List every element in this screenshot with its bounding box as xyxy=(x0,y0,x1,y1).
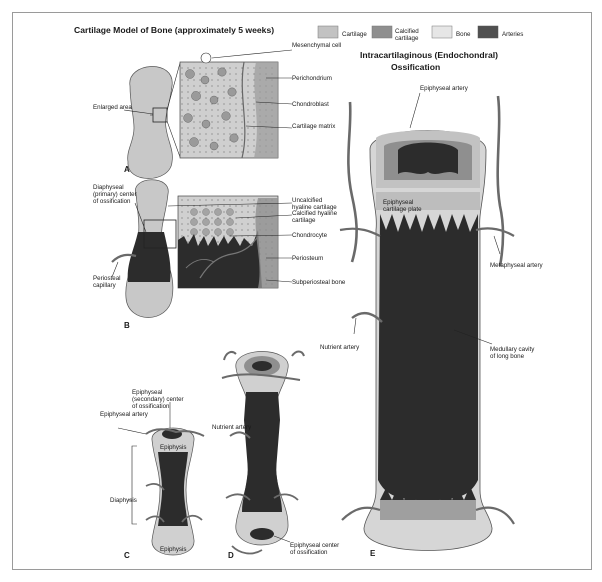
label-epiphyseal-artery-c: Epiphyseal artery xyxy=(100,411,149,418)
label-epiphysis-top: Epiphysis xyxy=(160,444,186,451)
legend-swatch-bone xyxy=(432,26,452,38)
label-nutrient-artery-d: Nutrient artery xyxy=(212,424,252,431)
panel-letter-a: A xyxy=(124,165,130,174)
label-chondroblast: Chondroblast xyxy=(292,101,329,108)
panel-letter-c: C xyxy=(124,551,130,560)
legend-swatch-calcified xyxy=(372,26,392,38)
label-cartilage-matrix: Cartilage matrix xyxy=(292,123,336,130)
perichondrium-band xyxy=(254,62,278,158)
label-mesenchymal-cell: Mesenchymal cell xyxy=(292,42,341,49)
cartilage-model-a xyxy=(128,66,173,178)
figure-title: Cartilage Model of Bone (approximately 5… xyxy=(74,25,274,35)
label-metaphyseal-artery: Metaphyseal artery xyxy=(490,262,544,269)
metaphyseal-artery-left xyxy=(340,229,380,236)
epiphyseal-artery-left xyxy=(348,102,356,262)
mesenchymal-cell xyxy=(201,53,211,63)
legend-swatch-cartilage xyxy=(318,26,338,38)
label-chondrocyte: Chondrocyte xyxy=(292,232,328,239)
metaphyseal-artery-right xyxy=(476,228,514,236)
label-periosteum: Periosteum xyxy=(292,255,323,262)
legend-label-arteries: Arteries xyxy=(502,31,523,38)
label-enlarged-area: Enlarged area xyxy=(93,104,132,111)
panel-letter-e: E xyxy=(370,549,376,558)
label-epiphysis-bottom: Epiphysis xyxy=(160,546,186,553)
legend-label-cartilage: Cartilage xyxy=(342,31,367,38)
legend-label-bone: Bone xyxy=(456,31,471,38)
panel-e-title-line2: Ossification xyxy=(391,62,440,72)
label-diaphysis: Diaphysis xyxy=(110,497,137,504)
panel-a: Mesenchymal cell Perichondrium Chondrobl… xyxy=(93,42,341,179)
legend-swatch-arteries xyxy=(478,26,498,38)
panel-letter-b: B xyxy=(124,321,130,330)
epiphyseal-artery-right xyxy=(498,96,503,266)
label-perichondrium: Perichondrium xyxy=(292,75,332,82)
epiphyseal-center-d xyxy=(250,528,274,540)
secondary-center-d-top xyxy=(252,361,272,371)
primary-ossification-core xyxy=(128,232,171,282)
label-epiphyseal-artery-e: Epiphyseal artery xyxy=(420,85,469,92)
secondary-ossification-e xyxy=(398,143,458,175)
label-nutrient-artery-e: Nutrient artery xyxy=(320,344,360,351)
panel-letter-d: D xyxy=(228,551,234,560)
label-subperiosteal-bone: Subperiosteal bone xyxy=(292,279,346,286)
medullary-cavity-e xyxy=(378,214,478,500)
panel-e-title-line1: Intracartilaginous (Endochondral) xyxy=(360,50,498,60)
marrow-d xyxy=(242,392,282,512)
